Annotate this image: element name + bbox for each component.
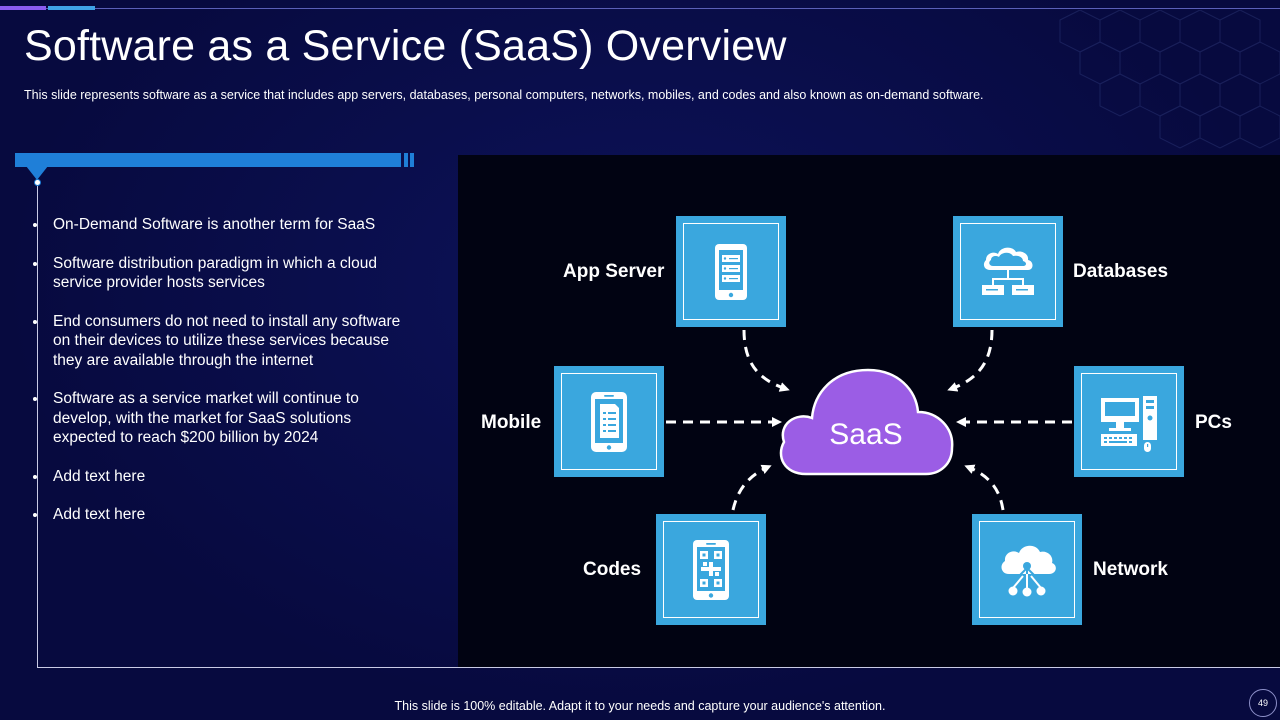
left-panel-bar-tick: [404, 153, 408, 167]
cloud-network-icon: [1001, 545, 1056, 596]
left-panel-dot: [34, 179, 41, 186]
bullet-list: On-Demand Software is another term for S…: [33, 215, 413, 544]
footer-note: This slide is 100% editable. Adapt it to…: [394, 699, 886, 713]
mobile-label: Mobile: [481, 412, 542, 433]
bullet-item: End consumers do not need to install any…: [33, 312, 413, 371]
saas-cloud-label: SaaS: [829, 418, 903, 451]
saas-cloud: [779, 368, 954, 476]
codes-node: [656, 514, 766, 625]
cloud-database-icon: [982, 247, 1034, 295]
databases-label: Databases: [1073, 261, 1169, 282]
mobile-document-icon: [591, 391, 627, 452]
bullet-item: Add text here: [33, 467, 413, 487]
databases-node: [953, 216, 1063, 327]
network-label: Network: [1093, 559, 1168, 580]
left-panel-pointer: [26, 166, 48, 180]
mobile-qr-code-icon: [693, 539, 729, 600]
left-panel-bar-tick: [410, 153, 414, 167]
page-number: 49: [1249, 689, 1277, 717]
top-rule: [0, 8, 1280, 9]
mobile-node: [554, 366, 664, 477]
top-accent-blue: [48, 6, 95, 10]
top-accent-purple: [0, 6, 46, 10]
left-panel-vertical-line: [37, 184, 38, 668]
pcs-label: PCs: [1195, 412, 1232, 433]
page-title: Software as a Service (SaaS) Overview: [24, 22, 787, 70]
bullet-item: Add text here: [33, 505, 413, 525]
left-panel-header-bar: [15, 153, 401, 167]
pcs-node: [1074, 366, 1184, 477]
tablet-server-icon: [715, 243, 747, 300]
bullet-item: Software as a service market will contin…: [33, 389, 413, 448]
page-subtitle: This slide represents software as a serv…: [24, 88, 984, 102]
app-server-node: [676, 216, 786, 327]
network-node: [972, 514, 1082, 625]
bottom-horizontal-line: [37, 667, 1280, 668]
desktop-computer-icon: [1101, 395, 1157, 452]
app-server-label: App Server: [563, 261, 665, 282]
bullet-item: Software distribution paradigm in which …: [33, 254, 413, 293]
bullet-item: On-Demand Software is another term for S…: [33, 215, 413, 235]
codes-label: Codes: [583, 559, 642, 580]
hexagon-pattern-decoration: [1059, 10, 1280, 149]
